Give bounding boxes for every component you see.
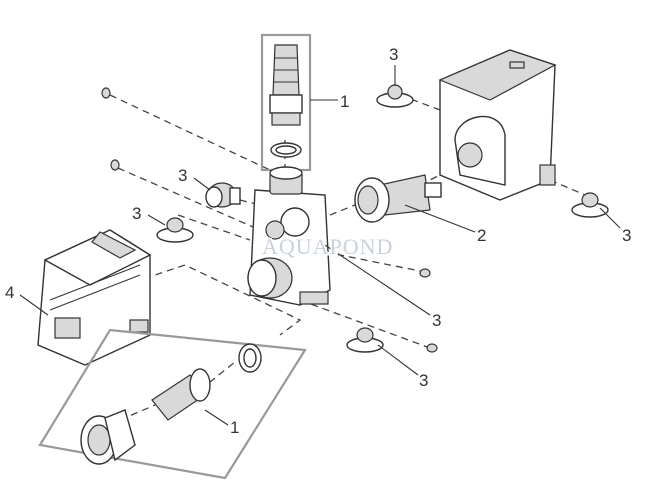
- pump-housing: [247, 166, 331, 306]
- prefilter-cover: [37, 229, 152, 366]
- callout-suction-cup-left: 3: [132, 204, 141, 223]
- callout-labels: 1 3 3 3 2 3 4 3 3 1: [5, 45, 631, 437]
- rotor: [354, 174, 442, 223]
- leader-lines: [19, 65, 621, 426]
- callout-hose-adapter-set: 1: [230, 418, 239, 437]
- callout-suction-cup-bottom: 3: [419, 371, 428, 390]
- outlet-hose-tail: [269, 44, 303, 158]
- hose-adapter-set-box: [38, 328, 307, 480]
- screws: [101, 87, 438, 353]
- suction-cup-bottom: [346, 327, 384, 353]
- callout-end-cap: 3: [178, 166, 187, 185]
- end-cap: [205, 182, 241, 208]
- suction-cup-right: [571, 192, 609, 218]
- suction-cup-left: [156, 217, 194, 243]
- motor-block: [438, 49, 557, 201]
- callout-screw: 3: [432, 311, 441, 330]
- watermark-text: AQUAPOND: [262, 234, 393, 259]
- callout-suction-cup-top: 3: [389, 45, 398, 64]
- callout-rotor: 2: [477, 226, 486, 245]
- callout-prefilter-cover: 4: [5, 283, 14, 302]
- suction-cup-top: [376, 84, 414, 108]
- callout-suction-cup-right: 3: [622, 226, 631, 245]
- callout-outlet-adapter: 1: [340, 92, 349, 111]
- hose-adapter-set: [80, 343, 262, 465]
